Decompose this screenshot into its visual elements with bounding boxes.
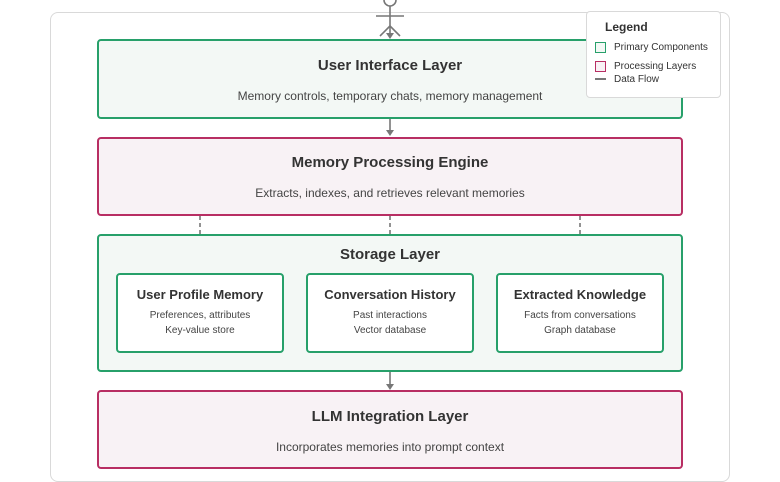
card-title: Extracted Knowledge (513, 287, 647, 302)
engine-subtitle: Extracts, indexes, and retrieves relevan… (255, 186, 525, 200)
processing-swatch-icon (595, 60, 606, 72)
llm-integration-layer: LLM Integration Layer Incorporates memor… (97, 390, 683, 469)
ui-layer-subtitle: Memory controls, temporary chats, memory… (237, 89, 543, 103)
card-line: Key-value store (165, 325, 235, 336)
ui-layer-title: User Interface Layer (317, 57, 463, 74)
legend-item-primary: Primary Components (595, 40, 708, 54)
memory-processing-engine: Memory Processing Engine Extracts, index… (97, 137, 683, 216)
card-line: Facts from conversations (524, 310, 636, 321)
legend: Legend Primary Components Processing Lay… (586, 11, 721, 98)
card-line: Graph database (544, 325, 616, 336)
legend-item-flow: Data Flow (595, 72, 659, 86)
legend-title: Legend (605, 20, 648, 34)
card-line: Preferences, attributes (149, 310, 251, 321)
storage-card-user-profile: User Profile Memory Preferences, attribu… (116, 273, 284, 353)
legend-label: Data Flow (614, 73, 660, 85)
storage-card-extracted-knowledge: Extracted Knowledge Facts from conversat… (496, 273, 664, 353)
storage-card-conversation-history: Conversation History Past interactions V… (306, 273, 474, 353)
primary-swatch-icon (595, 41, 606, 53)
legend-label: Primary Components (614, 41, 708, 53)
card-line: Past interactions (353, 310, 427, 321)
llm-subtitle: Incorporates memories into prompt contex… (275, 440, 505, 454)
card-line: Vector database (353, 325, 427, 336)
card-title: Conversation History (324, 287, 456, 302)
user-interface-layer: User Interface Layer Memory controls, te… (97, 39, 683, 119)
legend-item-processing: Processing Layers (595, 59, 696, 73)
engine-title: Memory Processing Engine (291, 154, 489, 171)
llm-title: LLM Integration Layer (311, 408, 469, 425)
legend-label: Processing Layers (614, 60, 697, 72)
storage-title: Storage Layer (339, 246, 441, 263)
card-title: User Profile Memory (136, 287, 264, 302)
flow-line-icon (595, 78, 606, 80)
